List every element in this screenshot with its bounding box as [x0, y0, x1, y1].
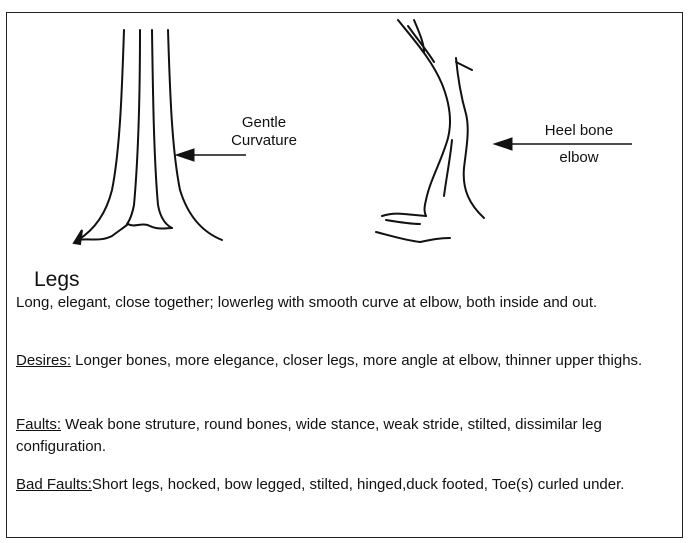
bad-faults-paragraph: Bad Faults:Short legs, hocked, bow legge… — [16, 474, 686, 496]
desires-text: Longer bones, more elegance, closer legs… — [71, 352, 642, 369]
heel-bone-elbow-label: Heel bone elbow — [526, 122, 632, 167]
desires-paragraph: Desires: Longer bones, more elegance, cl… — [16, 350, 686, 372]
section-title: Legs — [34, 268, 80, 292]
front-view-legs-drawing — [74, 30, 222, 244]
desires-label: Desires: — [16, 352, 71, 369]
gentle-curvature-label: Gentle Curvature — [218, 114, 310, 150]
faults-paragraph: Faults: Weak bone struture, round bones,… — [16, 414, 686, 458]
bad-faults-label: Bad Faults: — [16, 476, 92, 493]
bad-faults-text: Short legs, hocked, bow legged, stilted,… — [92, 476, 625, 493]
side-view-leg-drawing — [376, 20, 484, 242]
faults-label: Faults: — [16, 416, 61, 433]
faults-text: Weak bone struture, round bones, wide st… — [16, 416, 602, 455]
intro-paragraph: Long, elegant, close together; lowerleg … — [16, 292, 686, 314]
left-arrow — [176, 149, 246, 161]
